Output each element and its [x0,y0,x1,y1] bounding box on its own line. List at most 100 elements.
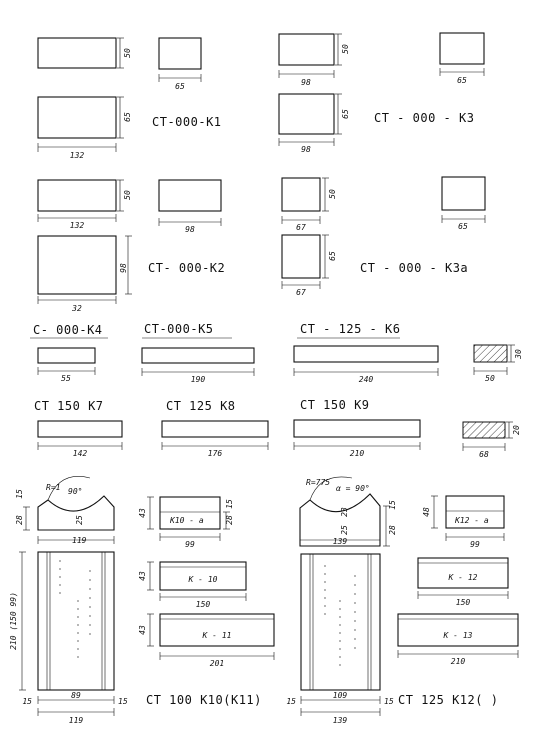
dim-99: 99 [185,540,195,549]
radius-right: R=775 [306,478,330,487]
dim-65: 65 [175,82,185,91]
radius-left: R=1 [46,483,60,492]
k5-strip [141,347,255,364]
k12-elevation [300,553,381,691]
dim-15: 15 [384,697,394,706]
dim-201: 201 [210,659,224,668]
dim-142: 142 [73,449,88,458]
k2-block-top [37,179,117,212]
dim-28: 28 [225,515,234,525]
dim-20: 20 [512,425,521,435]
dim-67: 67 [296,223,306,232]
dim-176: 176 [208,449,223,458]
angle-right: α = 90° [336,484,370,493]
k1-block-small [158,37,202,70]
label-ct-125-k8: CT 125 K8 [166,399,236,413]
dim-15: 15 [225,499,234,509]
k8-strip [161,420,269,438]
k10-strip [159,561,247,591]
label-ct-000-k2: CT- 000-K2 [148,261,225,275]
k3-block-small [439,32,485,65]
dim-132: 132 [70,221,85,230]
dim-43: 43 [138,625,147,635]
dim-25: 25 [75,515,84,525]
dim-65: 65 [458,222,468,231]
k3a-block-small [441,176,486,211]
dim-55: 55 [61,374,71,383]
k10a-profile [159,496,221,530]
dim-43: 43 [138,508,147,518]
dim-99: 99 [470,540,480,549]
part-k10-a: K10 - a [169,516,204,525]
k10-elevation [37,551,115,691]
k12a-profile [445,495,505,529]
k12-strip [417,557,509,589]
part-k-12: K - 12 [448,573,478,582]
label-ct-150-k7: CT 150 K7 [34,399,104,413]
label-ct-000-k5: CT-000-K5 [144,322,214,336]
k4-strip [37,347,96,364]
dim-150: 150 [456,598,471,607]
k3-block-top [278,33,335,66]
k2-block-small [158,179,222,212]
dim-98: 98 [119,263,128,273]
dim-50: 50 [123,190,132,200]
dim-119: 119 [69,716,84,725]
dim-48: 48 [422,507,431,517]
k9-strip [293,419,421,438]
dim-25: 25 [340,525,349,535]
dim-240: 240 [359,375,374,384]
dim-30: 30 [514,349,523,360]
part-k-13: K - 13 [443,631,473,640]
k3-block-large [278,93,335,135]
label-ct-000-k1: CT-000-K1 [152,115,222,129]
dim-139: 139 [333,537,348,546]
k7-strip [37,420,123,438]
dim-50: 50 [328,189,337,199]
k10-cross-section [37,495,115,531]
dim-65: 65 [123,112,132,122]
dim-28: 28 [388,525,397,535]
dim-190: 190 [191,375,206,384]
dim-98: 98 [185,225,195,234]
dim-43: 43 [138,571,147,581]
part-k-11: K - 11 [202,631,232,640]
label-ct-000-k4: C- 000-K4 [33,323,103,337]
k13-strip [397,613,519,647]
k12-cross-section [299,493,381,547]
dim-68: 68 [479,450,489,459]
dim-65: 65 [328,251,337,261]
k6-strip [293,345,439,363]
dim-15: 15 [286,697,296,706]
k2-block-large [37,235,117,295]
dim-210-150-99: 210 (150 99) [9,592,18,650]
dim-15: 15 [388,500,397,510]
dim-15: 15 [118,697,128,706]
label-ct-125-k6: CT - 125 - K6 [300,322,400,336]
k11-strip [159,613,275,647]
dim-50: 50 [123,48,132,58]
dim-132: 132 [70,151,85,160]
k1-block-large [37,96,117,139]
dim-15: 15 [22,697,32,706]
dim-210: 210 [451,657,466,666]
label-ct-000-k3a: CT - 000 - K3a [360,261,468,275]
dim-139: 139 [333,716,348,725]
label-ct-125-k12: CT 125 K12( ) [398,693,498,707]
label-ct-000-k3: CT - 000 - K3 [374,111,474,125]
angle-left: 90° [68,487,82,496]
dim-98: 98 [301,78,311,87]
dim-65: 65 [457,76,467,85]
k6-section-hatched [473,344,508,363]
dim-109: 109 [333,691,348,700]
dim-32: 32 [71,304,82,313]
dim-15: 15 [15,489,24,499]
dim-50: 50 [485,374,495,383]
k3a-block-top [281,177,321,212]
k9-section-hatched [462,421,506,439]
dim-50: 50 [341,44,350,54]
dim-98: 98 [301,145,311,154]
dim-119: 119 [72,536,87,545]
dim-65: 65 [341,109,350,119]
